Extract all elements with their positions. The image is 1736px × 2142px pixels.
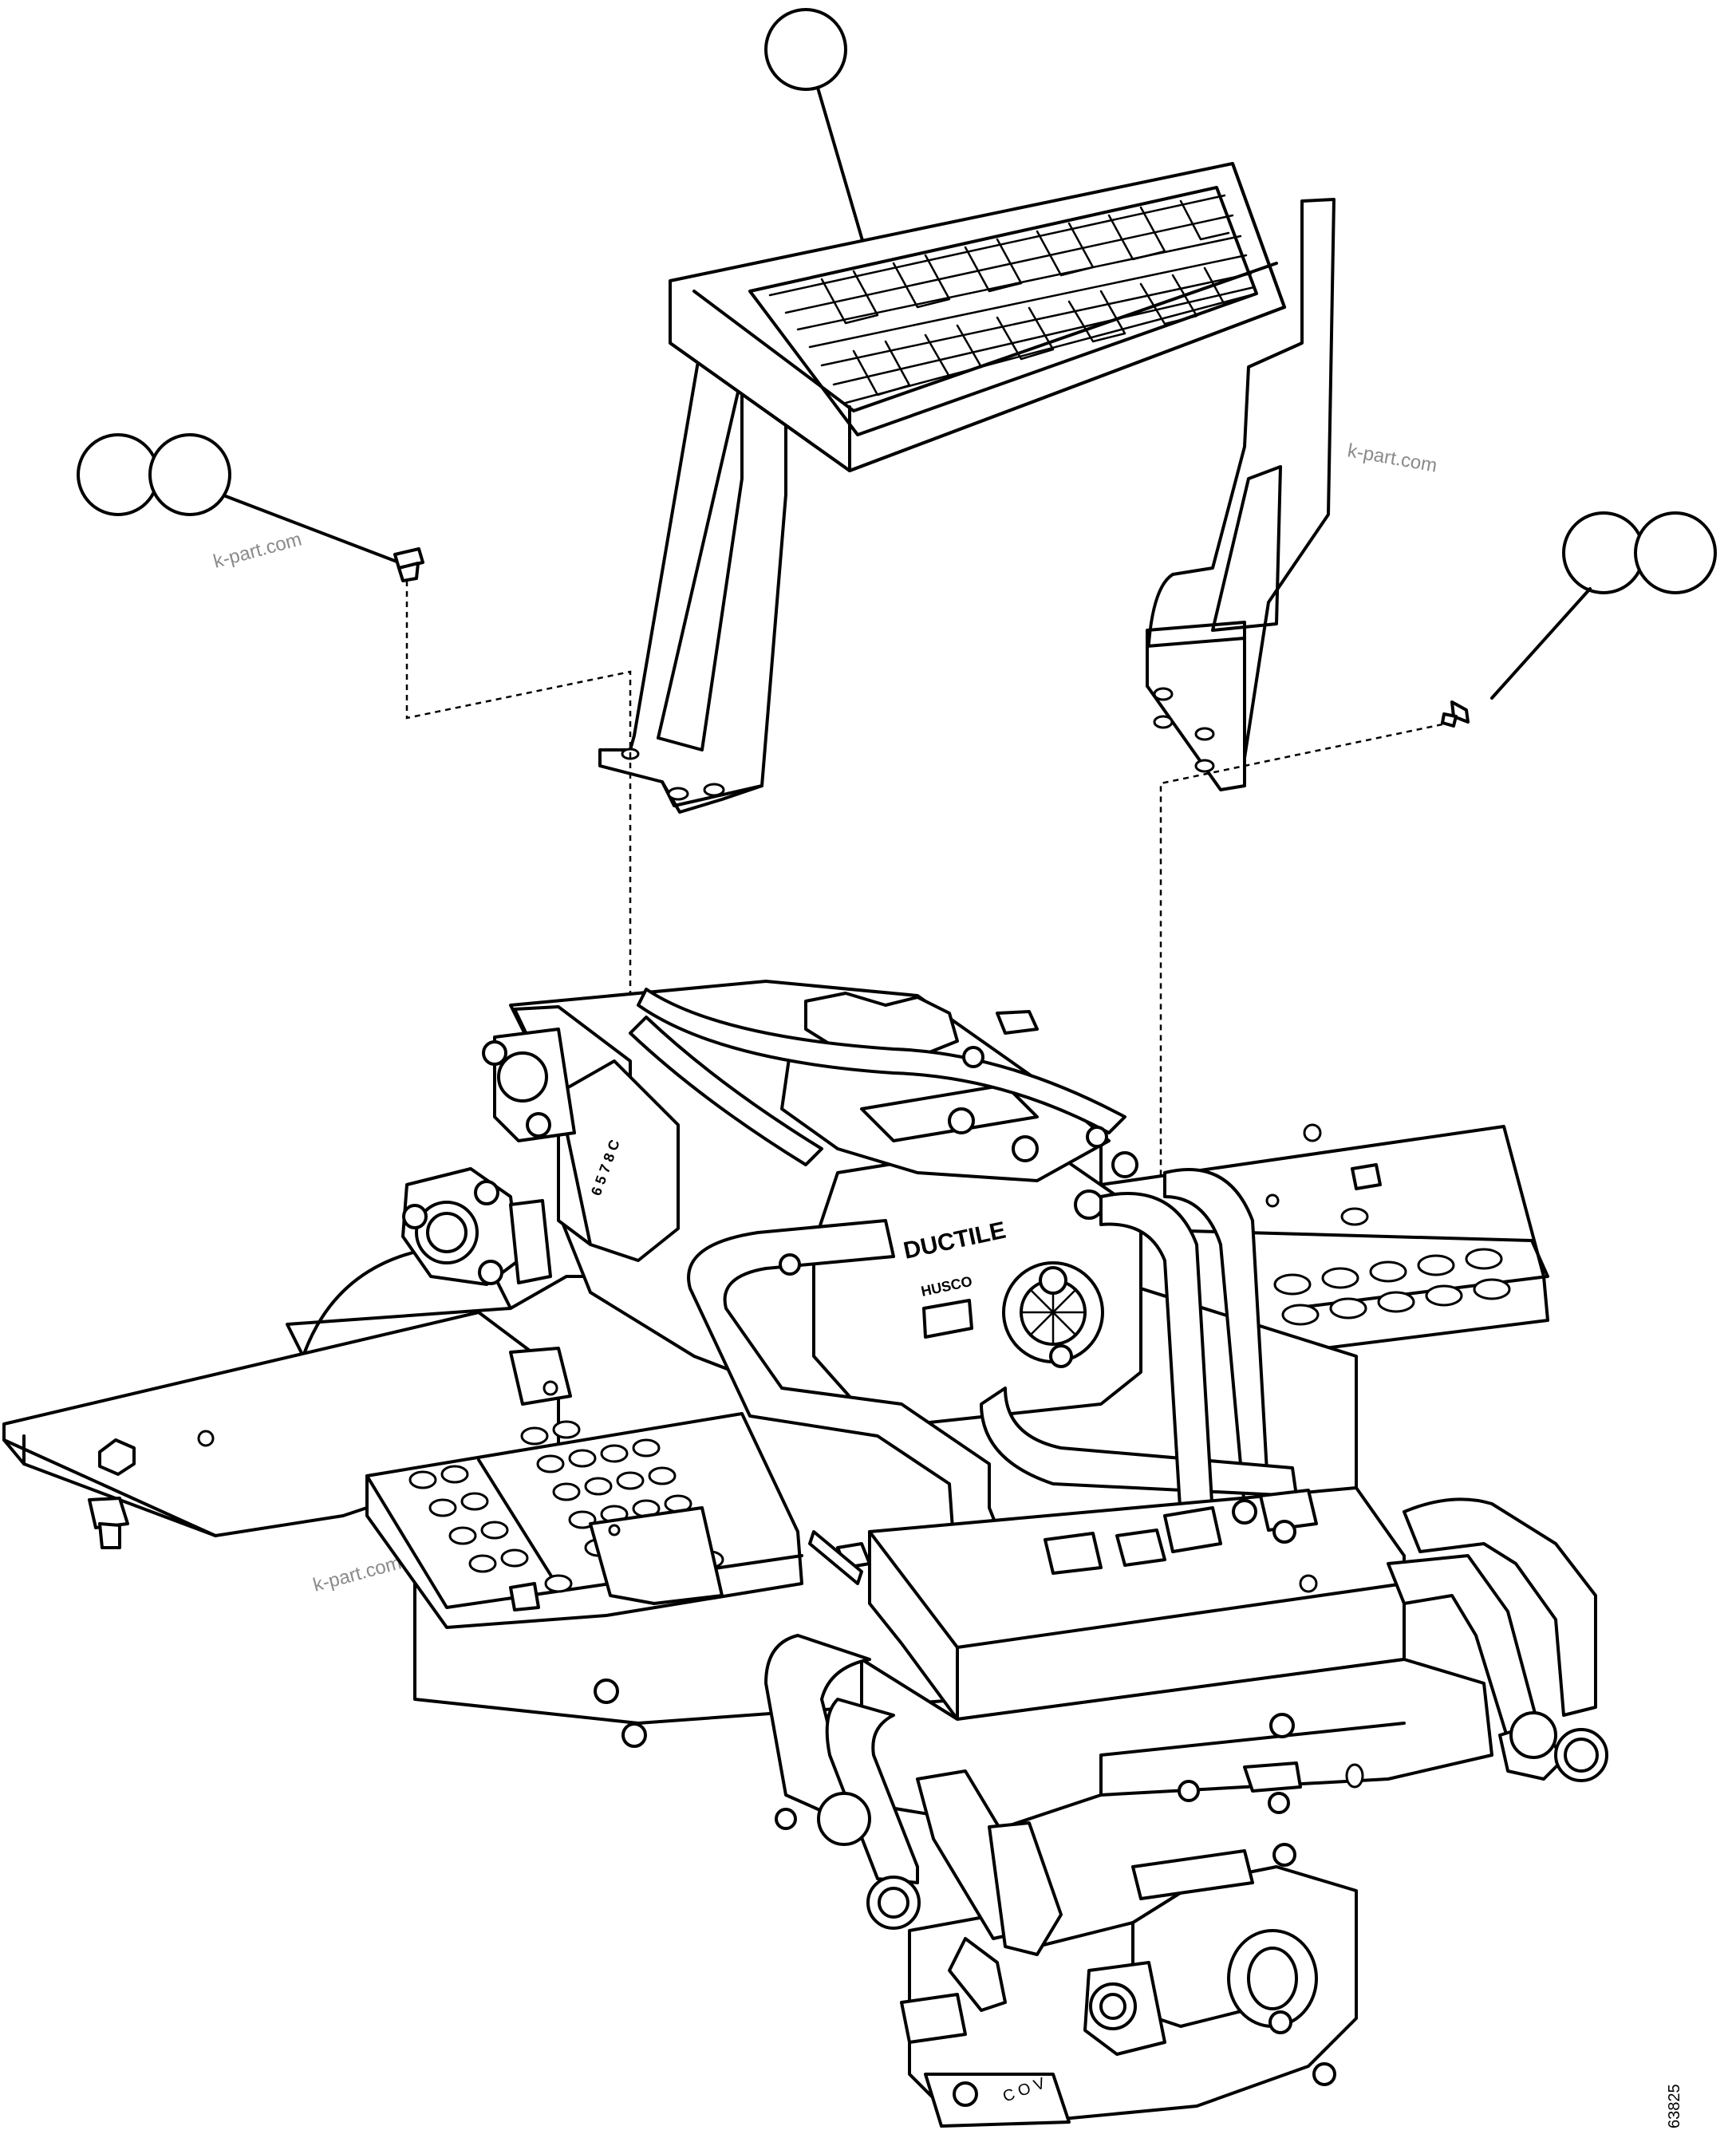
right-flange-bolt: [1441, 700, 1470, 728]
watermark-1: k-part.com: [211, 528, 304, 572]
watermark-2: k-part.com: [1346, 440, 1438, 476]
left-flange-bolt: [393, 547, 424, 582]
upper-left-fitting: [482, 1028, 576, 1142]
watermark-3: k-part.com: [311, 1552, 404, 1596]
callout-right-bolt[interactable]: [1490, 511, 1717, 700]
step-assembly: [598, 162, 1336, 814]
hydraulic-assembly: 6 5 7 8 C DUCTILE HUSCO: [2, 980, 1608, 2128]
pump-port: [1002, 1261, 1104, 1368]
assembly-guide-lines: [405, 581, 1443, 1556]
lower-pump-port: [1227, 1929, 1318, 2028]
step-grating: [768, 194, 1258, 404]
callout-left-bolt[interactable]: [77, 433, 400, 564]
drawing-code: 63825: [1666, 2084, 1683, 2128]
callout-step-assembly[interactable]: [764, 8, 867, 253]
left-elbow-fitting: [401, 1167, 552, 1286]
right-platform-holes: [1273, 1248, 1511, 1326]
